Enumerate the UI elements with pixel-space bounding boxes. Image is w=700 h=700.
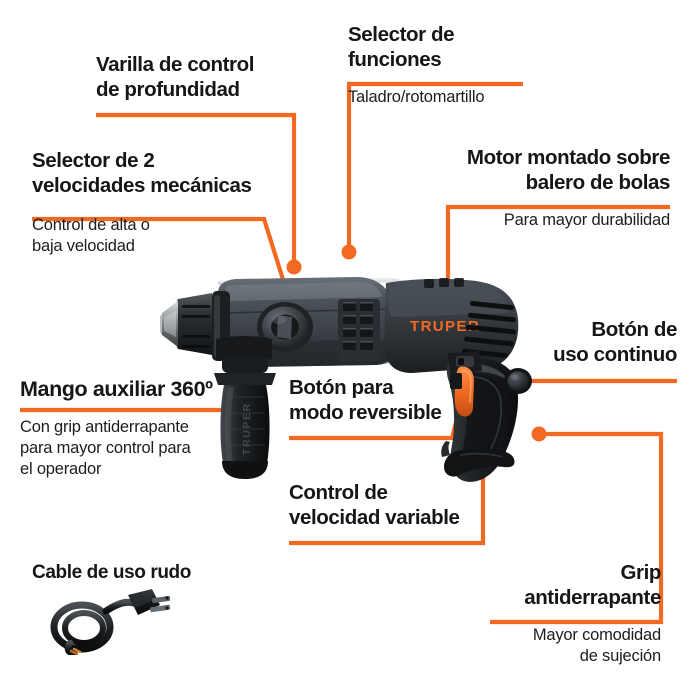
- callout-boton-uso-continuo: Botón de uso continuo: [477, 317, 677, 367]
- callout-subtext: Con grip antiderrapante para mayor contr…: [20, 418, 191, 478]
- callout-mango-auxiliar: Mango auxiliar 360º Con grip antiderrapa…: [20, 377, 265, 480]
- callout-grip-antiderrapante: Grip antiderrapante Mayor comodidad de s…: [431, 560, 661, 667]
- rule-spacer: [420, 195, 670, 204]
- cord-plug: [128, 589, 171, 615]
- callout-subtext: Control de alta o baja velocidad: [32, 216, 150, 255]
- cord-copper-tips: [69, 647, 82, 655]
- callout-control-velocidad-variable: Control de velocidad variable: [289, 480, 499, 530]
- callout-selector-funciones: Selector de funciones Taladro/rotomartil…: [348, 22, 538, 108]
- rule-spacer: [431, 610, 661, 619]
- callout-selector-2-velocidades: Selector de 2 velocidades mecánicas Cont…: [32, 148, 272, 257]
- callout-cable-uso-rudo: Cable de uso rudo: [32, 560, 252, 585]
- callout-subtext: Para mayor durabilidad: [503, 211, 670, 229]
- callout-heading: Control de velocidad variable: [289, 481, 460, 529]
- product-image-hammer-drill: TRUPER: [160, 277, 532, 482]
- motor-vents: [462, 300, 516, 359]
- callout-varilla-control-profundidad: Varilla de control de profundidad: [96, 52, 306, 102]
- callout-heading: Selector de 2 velocidades mecánicas: [32, 149, 252, 197]
- rule-spacer: [20, 402, 265, 411]
- callout-boton-modo-reversible: Botón para modo reversible: [289, 375, 479, 425]
- callout-subtext: Mayor comodidad de sujeción: [532, 626, 661, 665]
- callout-motor-balero: Motor montado sobre balero de bolas Para…: [420, 145, 670, 231]
- callout-heading: Varilla de control de profundidad: [96, 53, 254, 101]
- rule-spacer: [348, 72, 538, 81]
- callout-heading: Cable de uso rudo: [32, 562, 191, 583]
- grip-tail: [441, 441, 515, 477]
- brand-logo-truper: TRUPER: [410, 318, 480, 335]
- callout-heading: Botón de uso continuo: [553, 318, 677, 366]
- reverse-mode-switch: [448, 351, 482, 373]
- rear-cap-ridges: [424, 278, 464, 288]
- callout-heading: Botón para modo reversible: [289, 376, 442, 424]
- variable-speed-trigger: [450, 366, 474, 417]
- callout-heading: Grip antiderrapante: [524, 561, 661, 609]
- callout-subtext: Taladro/rotomartillo: [348, 88, 485, 106]
- power-cord-image: [50, 589, 171, 655]
- drill-motor-housing: TRUPER: [384, 278, 519, 373]
- lock-on-button: [504, 368, 532, 394]
- rule-spacer: [32, 198, 272, 207]
- callout-heading: Motor montado sobre balero de bolas: [466, 146, 670, 194]
- callout-heading: Selector de funciones: [348, 23, 455, 71]
- auxiliary-handle: TRUPER: [214, 336, 276, 479]
- aux-handle-brand: TRUPER: [241, 402, 253, 455]
- callout-heading: Mango auxiliar 360º: [20, 377, 213, 401]
- two-speed-selector: [338, 299, 380, 361]
